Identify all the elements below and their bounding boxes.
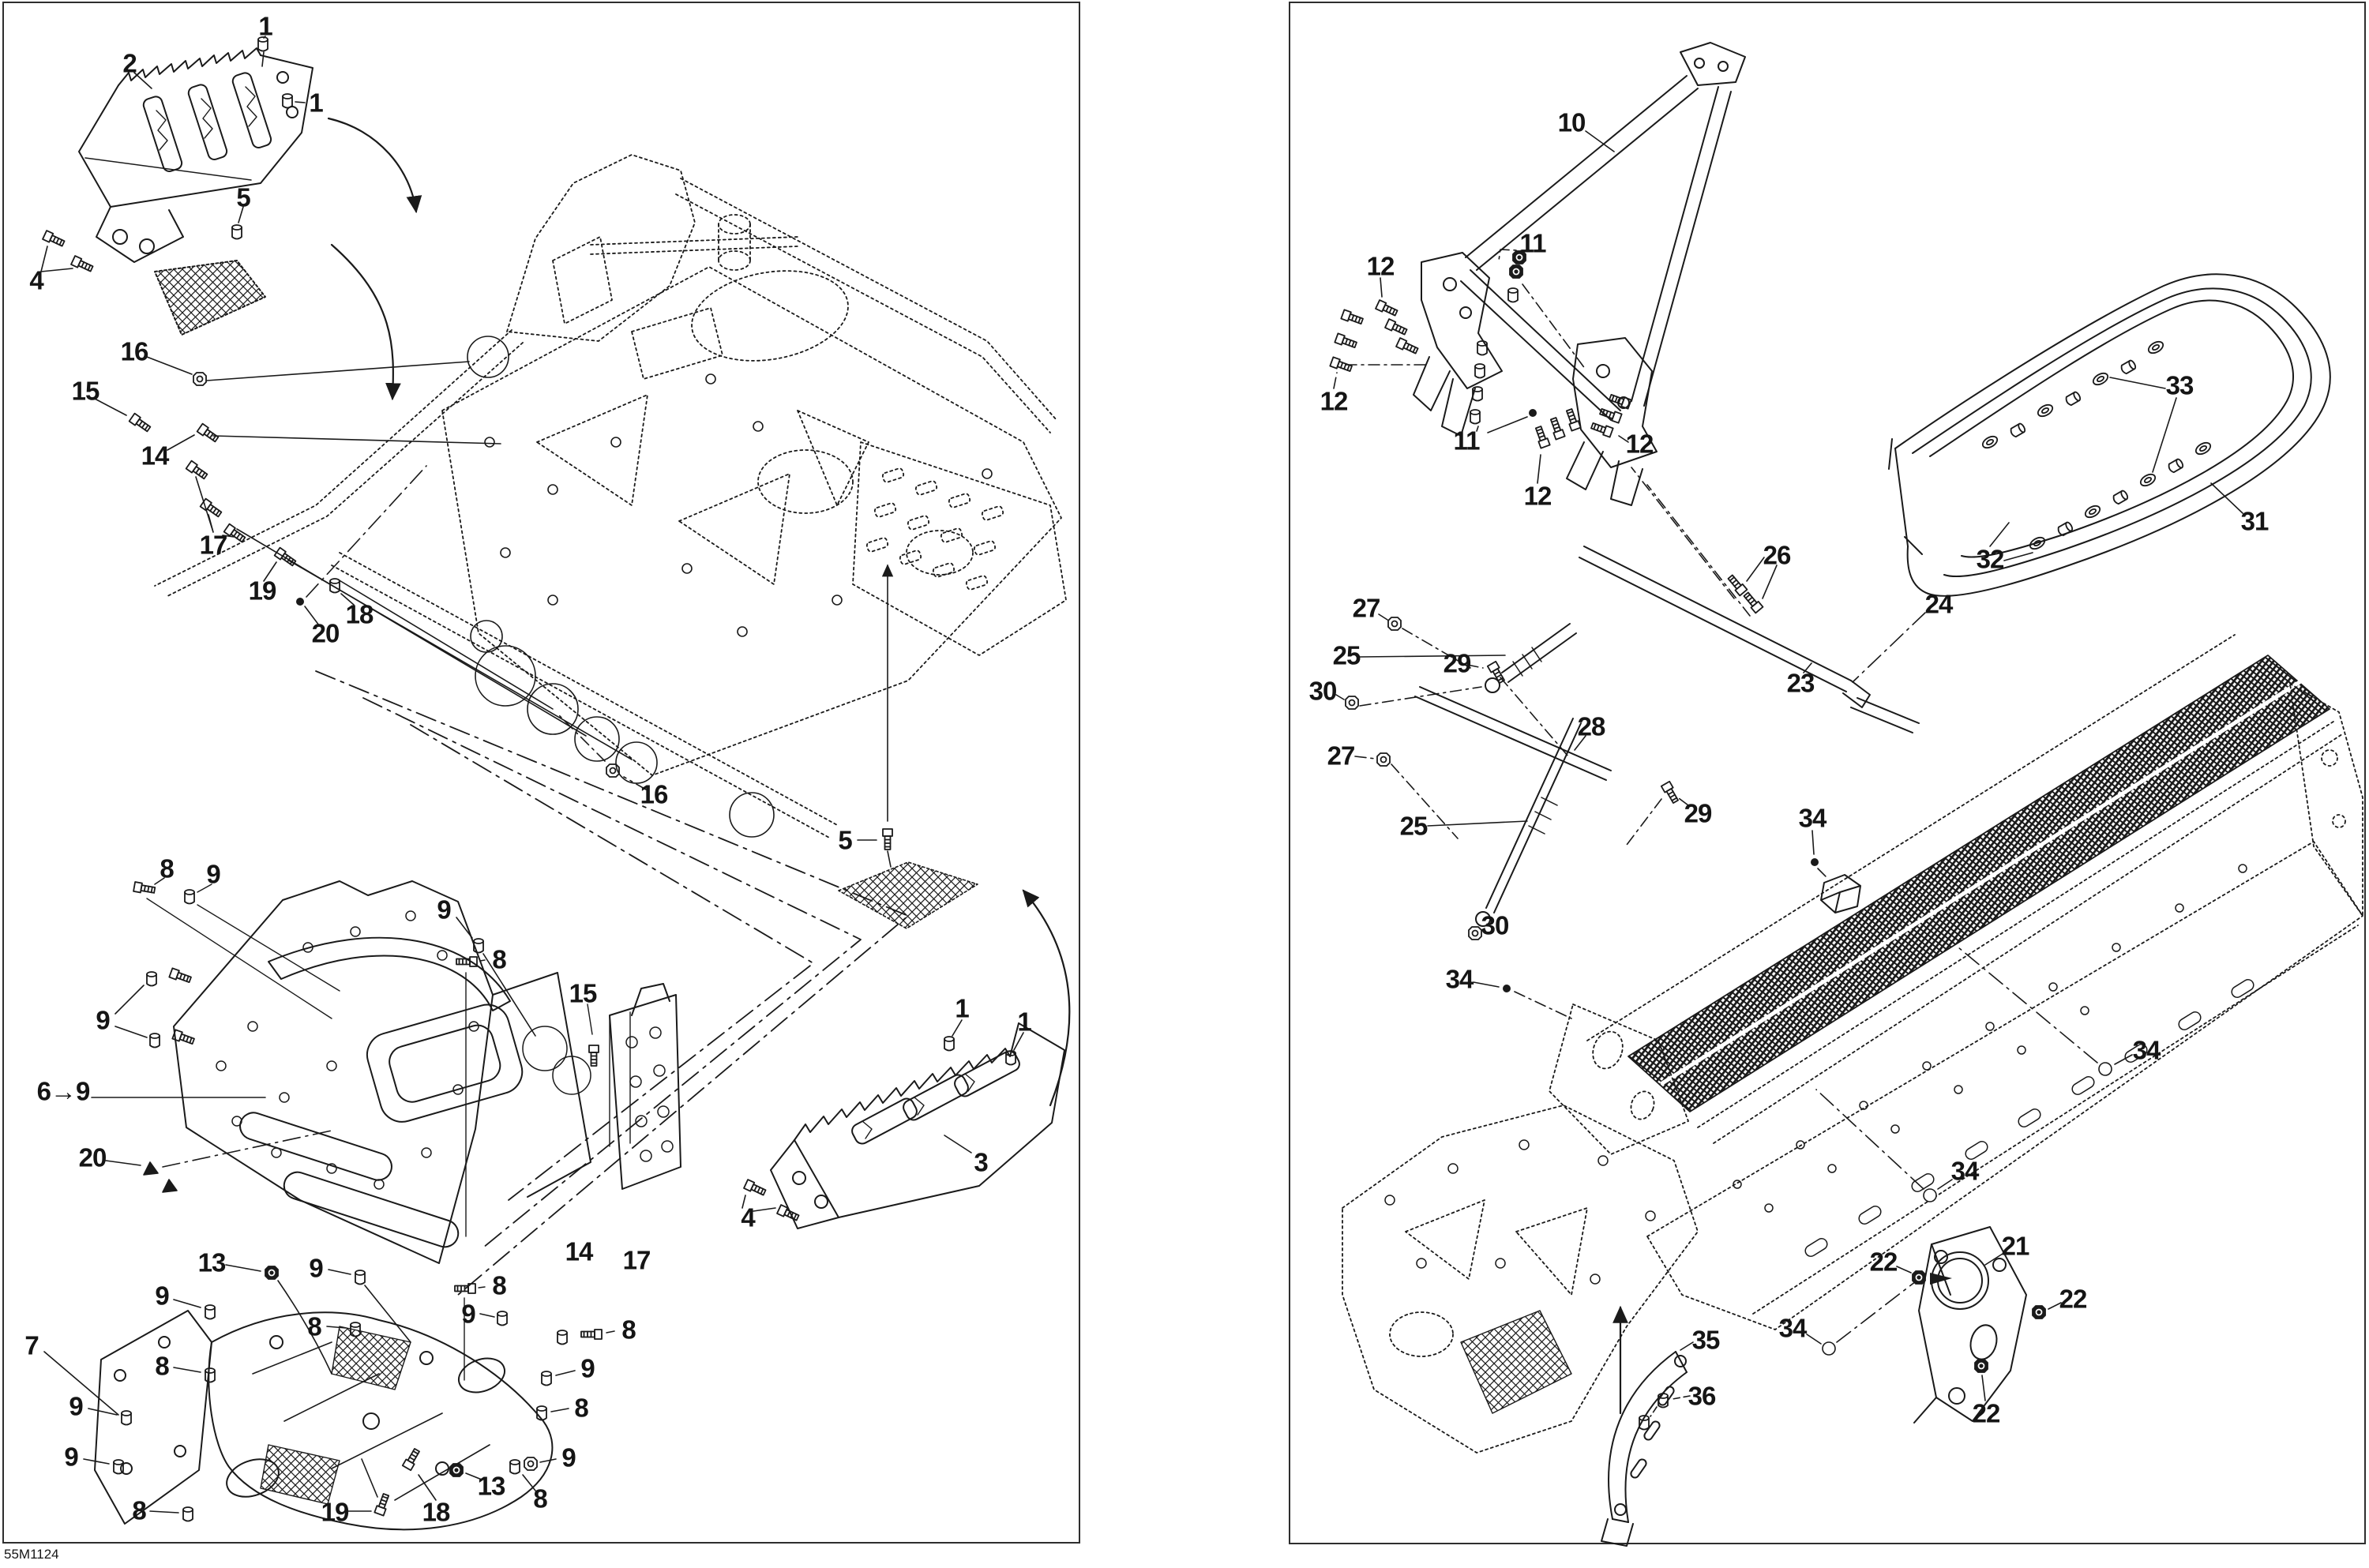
callout-label: 1 [955,993,969,1023]
callout-label: 18 [422,1497,451,1527]
callout-label: 20 [311,618,340,648]
callout-label: 12 [1366,251,1395,281]
callout-label: 29 [1443,648,1472,678]
diagram-panel-left [2,2,1080,1544]
callout-label: 10 [1557,107,1586,137]
callout-label: 27 [1352,593,1381,623]
callout-label: 26 [1763,540,1792,570]
callout-label: 2 [122,48,137,78]
callout-label: 19 [321,1497,350,1527]
callout-label: 8 [132,1495,146,1525]
callout-label: 12 [1320,386,1349,416]
callout-label: 23 [1786,668,1815,698]
callout-label: 25 [1332,640,1361,670]
callout-label: 34 [1798,803,1827,833]
callout-label: 9 [64,1442,78,1472]
callout-label: 9 [437,895,451,925]
callout-label: 34 [1445,964,1474,994]
callout-label: 22 [1869,1247,1898,1277]
callout-label: 35 [1691,1325,1721,1355]
callout-label: 22 [1972,1398,2001,1428]
callout-label: 21 [2001,1231,2030,1261]
callout-label: 33 [2165,370,2194,400]
left-mid-fasteners [557,564,978,929]
callout-label: 20 [78,1142,107,1172]
right-bumper-part31 [1852,273,2331,683]
callout-label: 4 [741,1202,755,1232]
callout-label: 22 [2059,1284,2088,1314]
callout-label: 9 [309,1253,323,1283]
callout-label: 8 [621,1315,636,1345]
callout-label: 8 [155,1351,169,1381]
callout-label: 9 [580,1353,595,1383]
callout-label: 5 [838,825,852,855]
callout-label: 15 [71,376,100,406]
left-bracket-fastener-leaders [43,1264,615,1522]
callout-label: 11 [1453,426,1481,456]
callout-label: 25 [1399,811,1429,841]
callout-label: 8 [492,944,506,974]
callout-label: 7 [24,1330,39,1360]
callout-label: 34 [1778,1313,1808,1343]
callout-label: 16 [120,336,149,366]
left-lower-fastener-leaders [91,877,631,1237]
callout-label: 34 [1950,1156,1980,1186]
callout-label: 3 [974,1147,988,1177]
right-suspension-links [1335,467,1920,940]
left-footrest-part2 [40,36,422,401]
callout-label: 6→9 [36,1076,91,1106]
callout-label: 9 [155,1281,169,1311]
callout-label: 16 [640,779,669,809]
callout-label: 1 [258,11,272,41]
callout-label: 12 [1523,481,1552,511]
callout-label: 9 [461,1299,475,1329]
callout-label: 8 [533,1484,547,1514]
right-tunnel-assembly [1342,634,2363,1454]
callout-label: 24 [1924,589,1954,619]
callout-label: 13 [197,1247,227,1277]
callout-label: 34 [2132,1035,2161,1065]
callout-label: 31 [2240,506,2270,536]
callout-label: 27 [1327,741,1356,771]
callout-label: 14 [565,1236,594,1266]
right-bracket-part21 [1896,1226,2062,1424]
callout-label: 5 [236,182,250,212]
callout-label: 15 [569,978,598,1008]
callout-label: 19 [248,576,277,606]
callout-label: 1 [1017,1007,1031,1037]
left-engine-bracket-part7 [94,1310,554,1531]
callout-label: 32 [1976,544,2005,574]
callout-label: 1 [309,88,323,118]
callout-label: 13 [477,1471,506,1501]
figure-code: 55M1124 [4,1547,59,1562]
callout-label: 9 [69,1391,83,1421]
callout-label: 12 [1625,429,1654,459]
callout-label: 9 [96,1005,110,1035]
callout-label: 14 [141,441,170,471]
callout-label: 11 [1519,228,1547,258]
callout-label: 8 [307,1311,321,1341]
callout-label: 30 [1308,676,1338,706]
callout-label: 30 [1481,910,1510,940]
callout-label: 28 [1577,711,1606,741]
callout-label: 36 [1688,1381,1717,1411]
left-upper-fastener-leaders [94,356,633,760]
callout-label: 8 [574,1393,588,1423]
left-main-frame [154,154,1067,839]
callout-label: 29 [1684,798,1713,828]
callout-label: 8 [160,853,174,883]
callout-label: 18 [345,599,374,629]
left-footrest-part3 [741,889,1071,1229]
callout-label: 9 [561,1442,576,1472]
right-pyramid-fastener-leaders [1329,249,1632,484]
right-tunnel-fastener-leaders [1473,947,2133,1415]
callout-label: 17 [199,530,228,560]
callout-label: 17 [622,1245,651,1275]
right-brace-part35 [1601,1341,1694,1547]
callout-label: 8 [492,1270,506,1300]
callout-label: 4 [29,265,43,295]
callout-label: 9 [206,859,220,889]
